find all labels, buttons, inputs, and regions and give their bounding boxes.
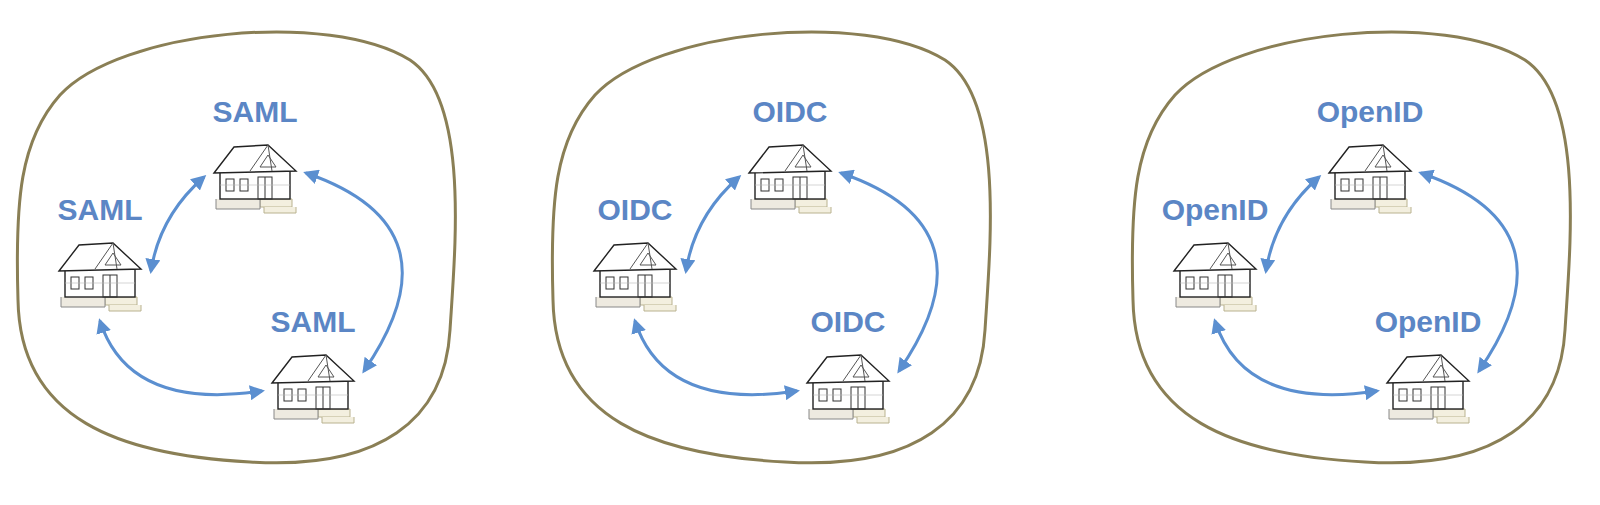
house-node: SAML — [268, 305, 358, 427]
curved-arrow — [151, 177, 204, 271]
house-icon — [745, 137, 835, 217]
house-icon — [803, 347, 893, 427]
curved-arrow — [841, 173, 937, 371]
protocol-label: SAML — [58, 193, 143, 227]
curved-arrow — [1266, 177, 1319, 271]
protocol-label: OIDC — [598, 193, 673, 227]
protocol-label: SAML — [271, 305, 356, 339]
house-node: OIDC — [590, 193, 680, 315]
house-icon — [1383, 347, 1473, 427]
curved-arrow — [635, 321, 797, 395]
house-node: OpenID — [1317, 95, 1424, 217]
protocol-label: SAML — [213, 95, 298, 129]
curved-arrow — [1421, 173, 1517, 371]
curved-arrow — [686, 177, 739, 271]
protocol-label: OIDC — [753, 95, 828, 129]
curved-arrow — [306, 173, 402, 371]
house-node: OIDC — [803, 305, 893, 427]
house-node: SAML — [55, 193, 145, 315]
protocol-label: OpenID — [1317, 95, 1424, 129]
house-node: OpenID — [1375, 305, 1482, 427]
protocol-label: OpenID — [1162, 193, 1269, 227]
house-node: SAML — [210, 95, 300, 217]
house-node: OIDC — [745, 95, 835, 217]
house-icon — [55, 235, 145, 315]
house-icon — [590, 235, 680, 315]
protocol-label: OpenID — [1375, 305, 1482, 339]
protocol-label: OIDC — [811, 305, 886, 339]
curved-arrow — [100, 321, 262, 395]
group-outline — [552, 32, 990, 463]
house-icon — [1325, 137, 1415, 217]
group-outline — [1132, 32, 1570, 463]
house-icon — [210, 137, 300, 217]
house-icon — [1170, 235, 1260, 315]
house-node: OpenID — [1162, 193, 1269, 315]
house-icon — [268, 347, 358, 427]
curved-arrow — [1215, 321, 1377, 395]
group-outline — [17, 32, 455, 463]
